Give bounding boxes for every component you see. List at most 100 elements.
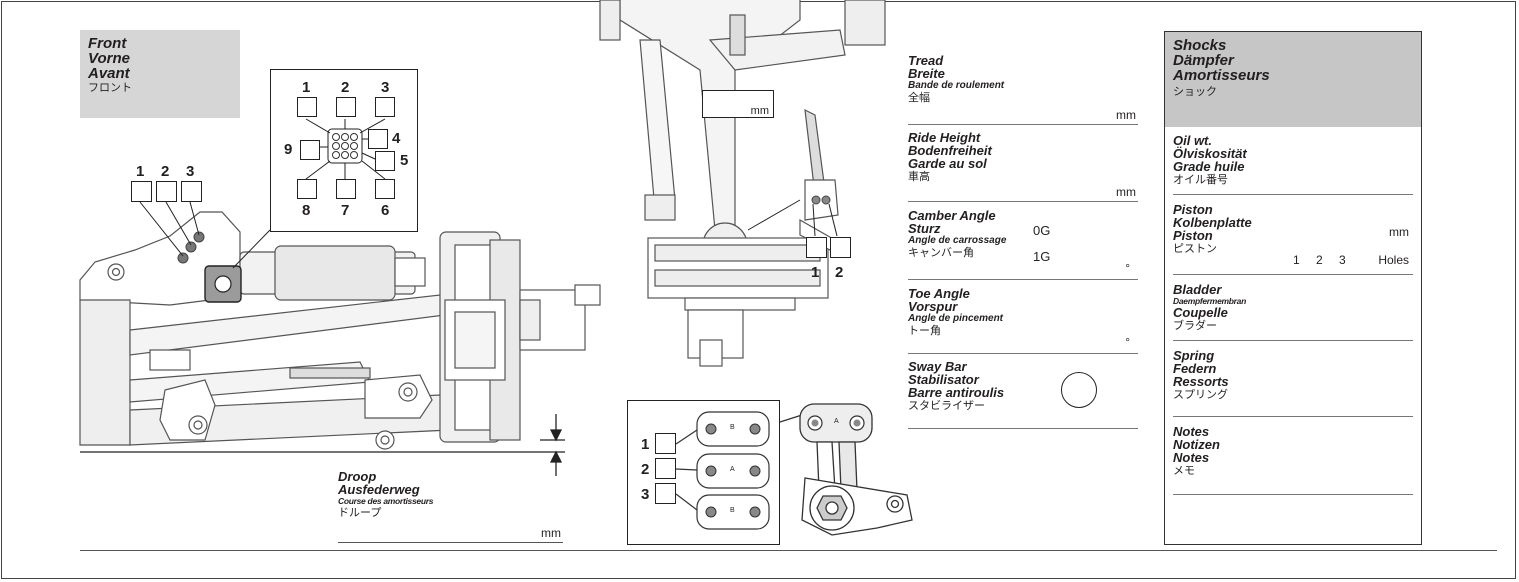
- oil-jp: オイル番号: [1173, 174, 1228, 186]
- hole-box-8[interactable]: [297, 179, 317, 199]
- ride-height-en: Ride Height: [908, 130, 981, 145]
- front-upright-drawing: [599, 0, 886, 367]
- piston-option-2[interactable]: 2: [1316, 253, 1323, 267]
- sway-bar-circle[interactable]: [1061, 372, 1097, 408]
- sway-bar-jp: スタビライザー: [908, 400, 985, 412]
- piston-jp: ピストン: [1173, 243, 1217, 255]
- spring-jp: スプリング: [1173, 389, 1228, 401]
- shocks-panel: Shocks Dämpfer Amortisseurs ショック Oil wt.…: [1164, 31, 1422, 545]
- tread-en: Tread: [908, 53, 944, 68]
- tie-rod-label-2: 2: [835, 264, 844, 281]
- ride-height-jp: 車高: [908, 171, 930, 183]
- tread-value-box[interactable]: mm: [702, 90, 774, 118]
- piston-option-1[interactable]: 1: [1293, 253, 1300, 267]
- droop-fr: Course des amortisseurs: [338, 496, 434, 506]
- sway-box-2[interactable]: [655, 458, 676, 479]
- bladder-en: Bladder: [1173, 282, 1222, 297]
- toe-setting: Toe Angle Vorspur Angle de pincement トー角…: [908, 287, 1138, 355]
- shocks-jp: ショック: [1173, 86, 1217, 98]
- mount-hole-label-2: 2: [161, 163, 170, 180]
- hole-label-9: 9: [284, 141, 293, 158]
- hole-grid-lines: [305, 118, 386, 180]
- piston-holes: Holes: [1378, 253, 1409, 267]
- mount-hole-box-1[interactable]: [131, 181, 152, 202]
- camber-0g: 0G: [1033, 223, 1051, 238]
- spring-en: Spring: [1173, 348, 1215, 363]
- mount-hole-box-3[interactable]: [181, 181, 202, 202]
- toe-fr: Angle de pincement: [908, 313, 1004, 324]
- ride-height-line[interactable]: [908, 201, 1138, 202]
- toe-line[interactable]: [908, 353, 1138, 354]
- front-title-jp: フロント: [88, 82, 132, 94]
- camber-fr: Angle de carrossage: [908, 235, 1007, 246]
- droop-de: Ausfederweg: [338, 482, 420, 497]
- piston-unit: mm: [1389, 225, 1409, 239]
- sway-label-3: 3: [641, 486, 650, 503]
- piston-fr: Piston: [1173, 228, 1213, 243]
- mount-hole-box-2[interactable]: [156, 181, 177, 202]
- plate-letter-3: B: [730, 507, 735, 514]
- bladder-row[interactable]: Bladder Daempfermembran Coupelle ブラダー: [1173, 275, 1413, 341]
- hole-box-4[interactable]: [368, 129, 388, 149]
- notes-row[interactable]: Notes Notizen Notes メモ: [1173, 417, 1413, 495]
- hole-label-8: 8: [302, 202, 311, 219]
- hole-label-4: 4: [392, 130, 401, 147]
- hole-label-6: 6: [381, 202, 390, 219]
- sway-bar-plates: [675, 403, 913, 536]
- tread-fr: Bande de roulement: [908, 80, 1005, 91]
- plate-letter-1: B: [730, 424, 735, 431]
- front-title-en: Front: [88, 35, 127, 52]
- piston-de: Kolbenplatte: [1173, 215, 1252, 230]
- droop-unit: mm: [541, 526, 561, 540]
- spring-row[interactable]: Spring Federn Ressorts スプリング: [1173, 341, 1413, 417]
- tie-rod-box-1[interactable]: [806, 237, 827, 258]
- tread-unit: mm: [1116, 108, 1136, 122]
- shocks-en: Shocks: [1173, 37, 1227, 54]
- tread-line[interactable]: [908, 124, 1138, 125]
- camber-1g: 1G: [1033, 249, 1051, 264]
- hole-box-1[interactable]: [297, 97, 317, 117]
- arm-letter: A: [834, 418, 839, 425]
- hole-box-2[interactable]: [336, 97, 356, 117]
- bottom-rule: [80, 550, 1497, 551]
- tread-de: Breite: [908, 66, 945, 81]
- toe-unit: °: [1125, 335, 1130, 349]
- tie-rod-box-2[interactable]: [830, 237, 851, 258]
- droop-jp: ドループ: [338, 507, 382, 519]
- tread-jp: 全幅: [908, 92, 930, 104]
- hole-box-7[interactable]: [336, 179, 356, 199]
- hole-label-5: 5: [400, 152, 409, 169]
- hole-box-3[interactable]: [375, 97, 395, 117]
- sway-bar-line[interactable]: [908, 428, 1138, 429]
- oil-row[interactable]: Oil wt. Ölviskosität Grade huile オイル番号: [1173, 127, 1413, 195]
- sway-box-3[interactable]: [655, 483, 676, 504]
- sway-label-2: 2: [641, 461, 650, 478]
- bladder-jp: ブラダー: [1173, 320, 1217, 332]
- oil-fr: Grade huile: [1173, 159, 1245, 174]
- notes-fr: Notes: [1173, 450, 1210, 465]
- hole-box-9[interactable]: [300, 140, 320, 160]
- hole-box-5[interactable]: [375, 151, 395, 171]
- ride-height-unit: mm: [1116, 185, 1136, 199]
- piston-row[interactable]: Piston Kolbenplatte Piston ピストン mm 1 2 3…: [1173, 195, 1413, 275]
- shocks-fr: Amortisseurs: [1173, 67, 1270, 84]
- toe-jp: トー角: [908, 325, 941, 337]
- sway-box-1[interactable]: [655, 433, 676, 454]
- droop-value-line[interactable]: [338, 542, 563, 543]
- droop-label: Droop Ausfederweg Course des amortisseur…: [338, 470, 563, 543]
- hole-box-6[interactable]: [375, 179, 395, 199]
- sway-bar-en: Sway Bar: [908, 359, 967, 374]
- camber-line[interactable]: [908, 279, 1138, 280]
- sway-bar-de: Stabilisator: [908, 372, 979, 387]
- arm-unit: mm: [750, 105, 769, 117]
- bladder-fr: Coupelle: [1173, 305, 1228, 320]
- oil-en: Oil wt.: [1173, 133, 1212, 148]
- sway-bar-setting: Sway Bar Stabilisator Barre antiroulis ス…: [908, 360, 1138, 430]
- piston-option-3[interactable]: 3: [1339, 253, 1346, 267]
- front-header: Front Vorne Avant フロント: [80, 30, 240, 118]
- mount-hole-label-1: 1: [136, 163, 145, 180]
- notes-en: Notes: [1173, 424, 1210, 439]
- ride-height-de: Bodenfreiheit: [908, 143, 992, 158]
- notes-de: Notizen: [1173, 437, 1220, 452]
- plate-letter-2: A: [730, 466, 735, 473]
